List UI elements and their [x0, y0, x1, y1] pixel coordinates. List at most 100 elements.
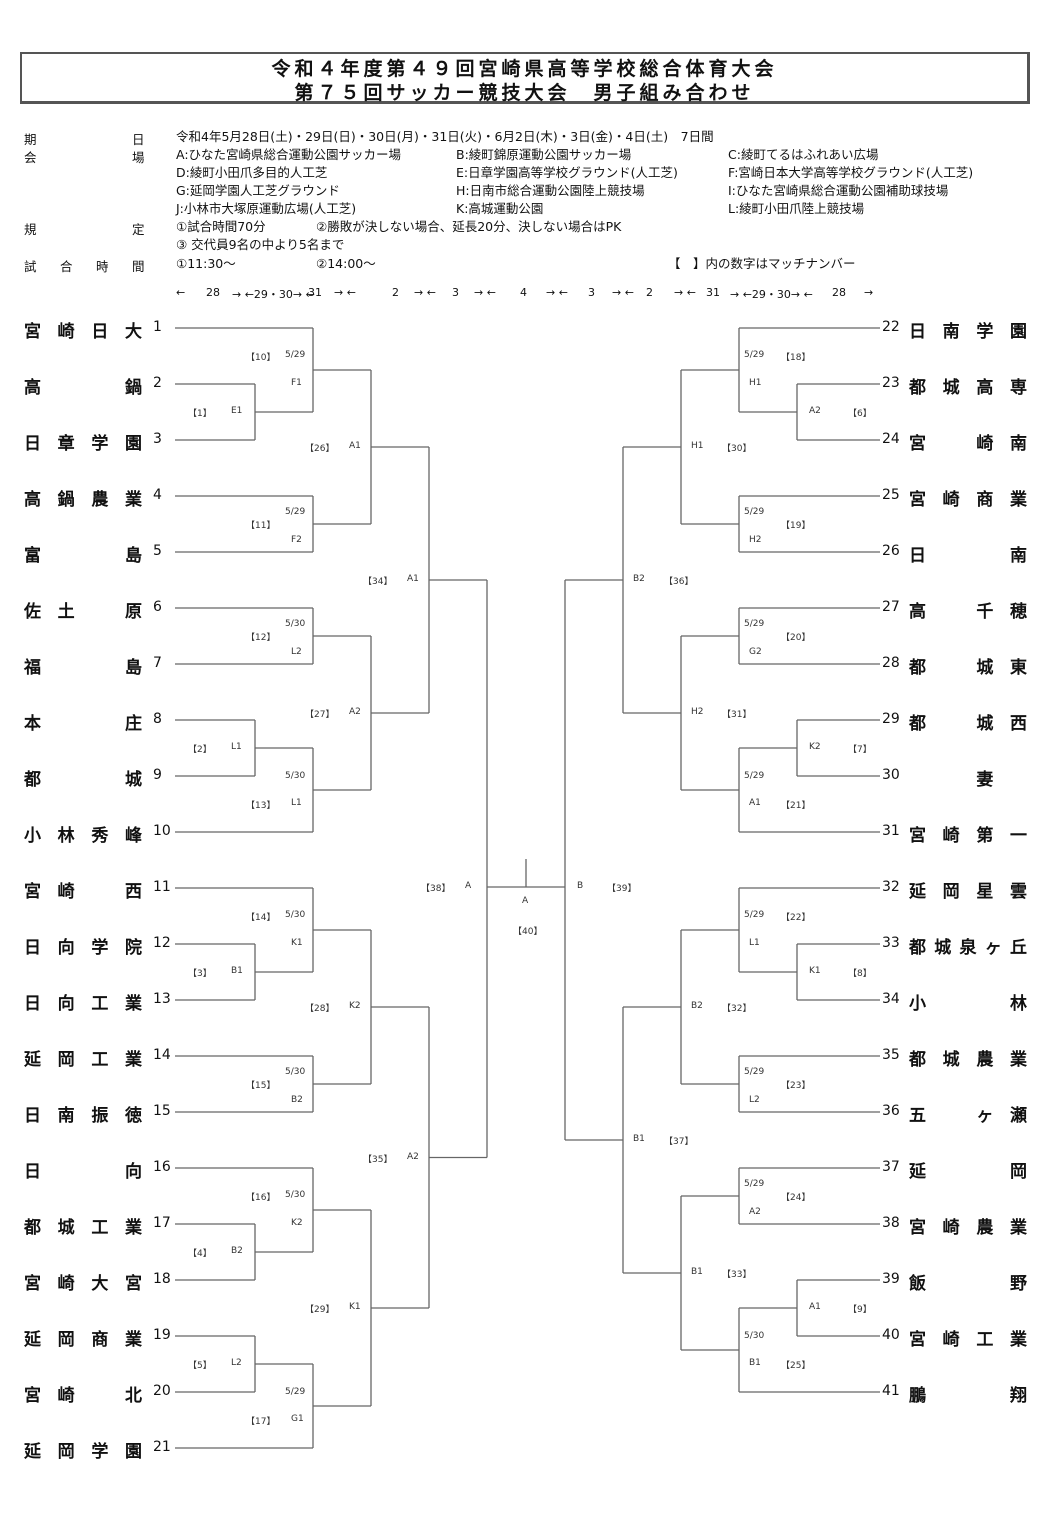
match-venue: A: [522, 896, 529, 906]
team-name-char: 小: [24, 826, 41, 846]
team-number-left: 8: [153, 711, 162, 727]
team-name-char: 崎: [57, 322, 75, 342]
match-number: 【40】: [513, 927, 543, 937]
team-name-char: 宮: [24, 1274, 41, 1294]
team-name-char: 園: [124, 1442, 142, 1462]
team-name-right: 五 ヶ瀬: [909, 1101, 1027, 1126]
team-name-char: 業: [124, 1218, 142, 1238]
team-name-char: 崎: [942, 490, 960, 510]
match-venue: L1: [749, 938, 760, 948]
team-name-char: 五: [909, 1106, 926, 1126]
team-name-char: ヶ: [976, 1106, 994, 1126]
match-number-note: 【 】内の数字はマッチナンバー: [668, 256, 856, 271]
team-name-char: 土: [57, 602, 75, 622]
match-date: 5/30: [744, 1331, 765, 1341]
team-number-left: 2: [153, 375, 162, 391]
team-name-char: 岡: [57, 1442, 75, 1462]
match-venue: A1: [407, 574, 419, 584]
team-name-char: 農: [976, 1218, 994, 1238]
team-number-right: 35: [882, 1047, 900, 1063]
match-venue: B1: [691, 1267, 703, 1277]
team-name-left: 日南振徳: [24, 1101, 142, 1126]
match-number: 【18】: [781, 353, 811, 363]
match-date: 5/29: [285, 1387, 306, 1397]
team-name-char: 岡: [57, 1330, 75, 1350]
team-name-right: 都城泉ヶ丘: [909, 933, 1027, 958]
team-name-char: 院: [124, 938, 142, 958]
team-name-left: 延岡学園: [24, 1437, 142, 1462]
day-row-item: 31: [308, 286, 322, 299]
team-name-char: 原: [124, 602, 142, 622]
team-name-char: 大: [91, 1274, 109, 1294]
team-name-char: 日: [24, 938, 41, 958]
match-venue: A2: [407, 1151, 419, 1162]
team-name-left: 宮崎日大: [24, 317, 142, 342]
venue-h: H:日南市総合運動公園陸上競技場: [456, 183, 645, 198]
team-name-char: 野: [1009, 1274, 1027, 1294]
team-name-char: 工: [91, 994, 109, 1014]
team-name-char: 岡: [942, 882, 960, 902]
match-number: 【34】: [363, 577, 393, 587]
team-name-right: 宮崎第一: [909, 821, 1027, 846]
team-name-char: 日: [24, 434, 41, 454]
team-name-char: 崎: [942, 1218, 960, 1238]
period-value: 令和4年5月28日(土)・29日(日)・30日(月)・31日(火)・6月2日(木…: [176, 129, 714, 144]
team-name-left: 高 鍋: [24, 373, 142, 398]
team-number-right: 34: [882, 991, 900, 1007]
team-name-char: 学: [91, 1442, 109, 1462]
match-date: 5/29: [744, 1179, 765, 1189]
team-name-char: 日: [909, 546, 926, 566]
venue-label-1: 会: [24, 150, 37, 165]
match-date: 5/29: [744, 910, 765, 920]
match-venue: L1: [231, 742, 242, 752]
team-name-char: 高: [24, 378, 41, 398]
match-date: 5/29: [744, 1067, 765, 1077]
team-name-char: [943, 989, 960, 1014]
team-number-right: 36: [882, 1103, 900, 1119]
team-name-char: [91, 765, 108, 790]
day-row-item: 2: [646, 286, 653, 299]
team-name-char: [91, 877, 108, 902]
match-number: 【9】: [848, 1305, 872, 1315]
team-number-right: 37: [882, 1159, 900, 1175]
venue-g: G:延岡学園人工芝グラウンド: [176, 183, 340, 198]
rule-1: ①試合時間70分: [176, 219, 266, 234]
team-name-char: 西: [124, 882, 142, 902]
team-name-char: 城: [976, 714, 994, 734]
team-number-left: 16: [153, 1159, 171, 1175]
match-number: 【2】: [188, 745, 212, 755]
match-number: 【10】: [246, 353, 276, 363]
team-name-char: 日: [909, 322, 926, 342]
match-number: 【29】: [305, 1305, 335, 1315]
venue-j: J:小林市大塚原運動広場(人工芝): [176, 201, 357, 216]
match-venue: F1: [291, 378, 302, 388]
team-name-char: 工: [91, 1218, 109, 1238]
match-venue: K1: [291, 938, 303, 948]
match-venue: G2: [749, 647, 762, 657]
time-label-3: 時: [96, 259, 109, 274]
team-name-char: 島: [124, 658, 142, 678]
team-name-left: 小林秀峰: [24, 821, 142, 846]
team-name-left: 本 庄: [24, 709, 142, 734]
team-name-char: 西: [1009, 714, 1027, 734]
team-name-char: 城: [57, 1218, 75, 1238]
team-name-char: 都: [909, 714, 926, 734]
match-venue: B1: [231, 966, 243, 976]
team-number-right: 24: [882, 431, 900, 447]
team-name-char: 高: [909, 602, 926, 622]
team-name-char: [943, 1269, 960, 1294]
match-number: 【21】: [781, 801, 811, 811]
title-line-1: 令和４年度第４９回宮崎県高等学校総合体育大会: [271, 58, 778, 80]
team-name-char: 商: [976, 490, 994, 510]
match-date: 5/30: [285, 1190, 306, 1200]
team-number-left: 1: [153, 319, 162, 335]
team-name-char: 宮: [909, 434, 926, 454]
team-number-left: 5: [153, 543, 162, 559]
match-date: 5/29: [744, 771, 765, 781]
team-name-char: 農: [976, 1050, 994, 1070]
team-name-char: 島: [124, 546, 142, 566]
venue-f: F:宮崎日本大学高等学校グラウンド(人工芝): [728, 165, 974, 180]
match-venue: K1: [349, 1302, 361, 1312]
team-name-char: 城: [976, 658, 994, 678]
match-venue: K2: [349, 1001, 361, 1011]
